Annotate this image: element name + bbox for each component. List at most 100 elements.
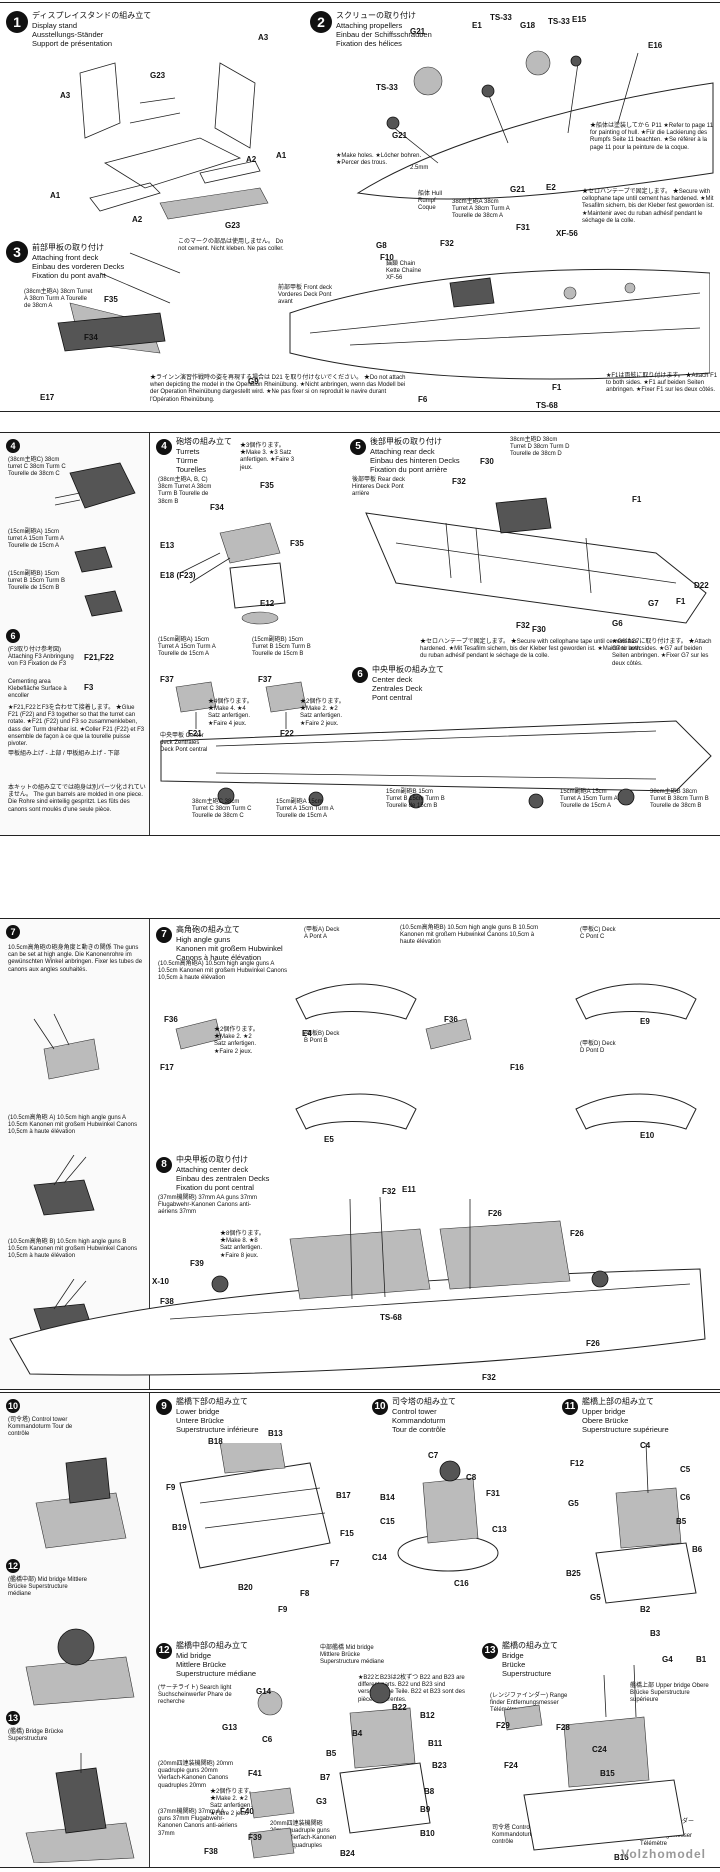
part-label-f24: F24 (504, 1761, 518, 1770)
part-label-b14: B14 (380, 1493, 395, 1502)
rear-deck-diagram (365, 497, 707, 624)
part-label-f31: F31 (486, 1489, 500, 1498)
ref-deck-caption: 甲板組み上げ - 上部 / 甲板組み上げ - 下部 (8, 751, 120, 757)
part-label-e5: E5 (324, 1135, 334, 1144)
part-label-b15: B15 (600, 1769, 615, 1778)
step5-title-jp: 後部甲板の取り付け (370, 437, 442, 446)
part-label-e11: E11 (402, 1185, 416, 1194)
step2-hull-label: 船体 Hull Rumpf Coque (418, 191, 443, 212)
part-label-g5: G5 (590, 1593, 601, 1602)
reference-badge-13: 13 (6, 1711, 20, 1725)
part-label-g21: G21 (510, 185, 526, 194)
part-label-f2: F6 (418, 395, 428, 404)
part-label-f32: F31 (516, 223, 530, 232)
bridge-diagram (503, 1664, 685, 1851)
step7-title: 高角砲の組み立て High angle guns Kanonen mit gro… (176, 925, 306, 962)
turret-assembly-diagram (179, 522, 286, 625)
step4-title-en: Turrets (176, 446, 200, 456)
part-label-b4: B4 (352, 1729, 363, 1738)
section-steps-1-3: 1 ディスプレイスタンドの組み立て Display stand Ausstell… (0, 2, 720, 412)
part-label-b12: B12 (420, 1711, 435, 1720)
step3-title-fr: Fixation du pont avant (32, 270, 106, 280)
step5-rear-deck: 後部甲板 Rear deck Hinteres Deck Pont arrièr… (352, 477, 406, 498)
step7-title-jp: 高角砲の組み立て (176, 925, 240, 934)
secondary-turret-diagram (175, 681, 307, 729)
step-number-5: 5 (350, 439, 366, 455)
part-label-b11: B11 (428, 1739, 443, 1748)
step4-title-fr: Tourelles (176, 464, 207, 474)
step13-range: (レンジファインダー) Range finder Entfernungsmess… (490, 1693, 568, 1714)
step7-deck-c: (甲板C) Deck C Pont C (580, 927, 616, 941)
reference-panel-left-2: 7 10.5cm高角砲の砲身角度と動きの関係 The guns can be s… (0, 919, 150, 1389)
step-number-6: 6 (352, 667, 368, 683)
part-label-g13: G13 (222, 1723, 238, 1732)
part-label-c14: C14 (372, 1553, 387, 1562)
reference-panel-left: 4 (38cm主砲C) 38cm turret C 38cm Turm C To… (0, 433, 150, 835)
step9-title-fr: Superstructure inférieure (176, 1424, 259, 1434)
part-label-b25: B25 (566, 1569, 581, 1578)
watermark: Volzhomodel (621, 1847, 706, 1862)
gun-angle-photo (33, 1013, 100, 1080)
step11-title-jp: 艦橋上部の組み立て (582, 1397, 654, 1406)
ref-turret-a15: (15cm副砲A) 15cm turret A 15cm Turm A Tour… (8, 529, 64, 550)
step12-title-de: Mittlere Brücke (176, 1659, 227, 1669)
step7-guns-b: (10.5cm高角砲B) 10.5cm high angle guns B 10… (400, 925, 539, 946)
part-label-c8: C8 (466, 1473, 477, 1482)
part-label-f40: F40 (240, 1807, 254, 1816)
step8-make8: ★8個作ります。 ★Make 8. ★8 Satz anfertigen. ★F… (220, 1231, 265, 1259)
part-label-b8: B8 (424, 1787, 435, 1796)
part-label-ts33: TS-33 (548, 17, 570, 26)
step12-search: (サーチライト) Search light Suchscheinwerfer P… (158, 1685, 232, 1706)
step4-turret15b: (15cm副砲B) 15cm Turret B 15cm Turm B Tour… (252, 637, 311, 658)
hull-center-assembly-diagram (9, 1196, 706, 1376)
part-label-b1: B1 (696, 1655, 707, 1664)
part-label-f29: F29 (496, 1721, 510, 1730)
section-steps-4-6: 4 (38cm主砲C) 38cm turret C 38cm Turm C To… (0, 432, 720, 836)
part-label-f41: F41 (248, 1769, 262, 1778)
part-label-b5: B5 (326, 1749, 337, 1758)
part-label-a1: A1 (276, 151, 287, 160)
step-number-8: 8 (156, 1157, 172, 1173)
step7-title-fr: Canons à haute élévation (176, 952, 262, 962)
part-label-ts33: TS-33 (490, 13, 512, 22)
part-label-f12: F12 (570, 1459, 584, 1468)
part-label-f1: F1 (676, 597, 686, 606)
control-tower-diagram (397, 1460, 499, 1572)
step-number-1: 1 (6, 11, 28, 33)
step5-g6-note: ★G6はG7に取り付けます。 ★Attach G7 to both sides.… (612, 639, 712, 667)
part-label-g7: G7 (648, 599, 659, 608)
part-label-e13: E13 (160, 541, 175, 550)
step3-tape-note: ★セロハンテープで固定します。 ★Secure with cellophane … (582, 189, 715, 224)
part-label-f10: F32 (440, 239, 454, 248)
part-label-f35: F35 (260, 481, 274, 490)
display-stand-diagram (79, 62, 269, 220)
part-label-c5: C5 (680, 1465, 691, 1474)
step8-title-en: Attaching center deck (176, 1164, 249, 1174)
step3-f1-note: ★F1は両舷に取り付けます。 ★Attach F1 to both sides.… (606, 373, 718, 394)
step12-title-en: Mid bridge (176, 1650, 212, 1660)
step12-title-fr: Superstructure médiane (176, 1668, 257, 1678)
part-label-c16: C16 (454, 1579, 469, 1588)
part-label-e9: E9 (640, 1017, 650, 1026)
reference-badge-4: 4 (6, 439, 20, 453)
step8-title-de: Einbau des zentralen Decks (176, 1173, 270, 1183)
part-label-b24: B24 (340, 1849, 355, 1858)
part-label-f1: F1 (632, 495, 642, 504)
step-number-12: 12 (156, 1643, 172, 1659)
ref-turret-c: (38cm主砲C) 38cm turret C 38cm Turm C Tour… (8, 457, 66, 478)
part-label-f26: F26 (586, 1339, 600, 1348)
part-label-f22: F22 (280, 729, 294, 738)
part-label-f9: F9 (278, 1605, 288, 1614)
part-label-g14: G14 (256, 1687, 272, 1696)
step6-title-fr: Pont central (372, 692, 413, 702)
part-label-c6: C6 (680, 1493, 691, 1502)
part-label-e16: E16 (648, 41, 663, 50)
part-label-c7: C7 (428, 1451, 439, 1460)
part-label-f38: F38 (204, 1847, 218, 1856)
part-label-f38: F38 (160, 1297, 174, 1306)
step3-title-de: Einbau des vorderen Decks (32, 261, 125, 271)
step11-title-en: Upper bridge (582, 1406, 626, 1416)
part-label-f32: F32 (382, 1187, 396, 1196)
control-tower-photo (35, 1457, 127, 1549)
reference-panel-left-3: 10 (司令塔) Control tower Kommandoturm Tour… (0, 1393, 150, 1867)
